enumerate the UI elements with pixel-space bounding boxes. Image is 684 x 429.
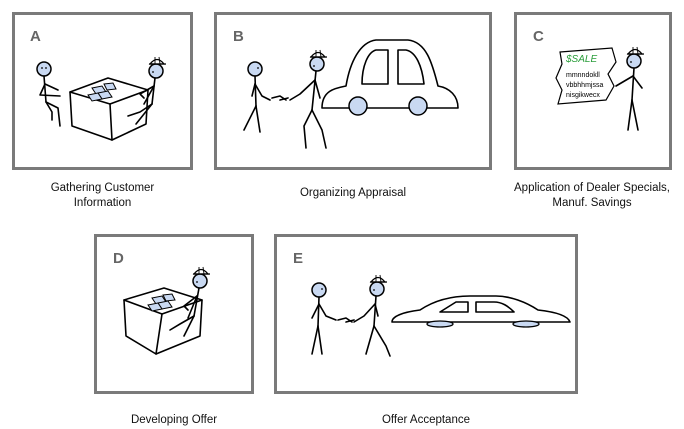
panel-d-scene [123, 266, 211, 355]
customer-figure [243, 61, 271, 133]
caption-d-line1: Developing Offer [130, 414, 218, 426]
caption-a-line1: Gathering Customer [50, 182, 155, 194]
sale-sign-line-1: mmnndokll [566, 72, 600, 79]
desk-box [123, 287, 203, 355]
customer-figure [311, 282, 337, 355]
panel-b-scene [243, 39, 459, 149]
salesman-figure [353, 274, 391, 357]
panel-c-scene: $SALE mmnndokll vbbhhmjssa nisgikwecx [555, 46, 645, 131]
caption-d: Developing Offer [94, 413, 254, 428]
caption-a: Gathering Customer Information [12, 181, 193, 211]
caption-c: Application of Dealer Specials, Manuf. S… [500, 181, 684, 211]
panel-d [94, 234, 254, 394]
panel-a-letter: A [30, 28, 41, 45]
caption-b-line1: Organizing Appraisal [299, 187, 407, 199]
car-icon [391, 295, 571, 328]
customer-figure [36, 61, 61, 127]
panel-b-letter: B [233, 28, 244, 45]
caption-a-line2: Information [73, 197, 132, 209]
handshake [337, 317, 355, 323]
sale-sign-line-2: vbbhhmjssa [566, 82, 603, 89]
panel-b [214, 12, 492, 170]
panel-e-scene [311, 274, 571, 357]
salesman-figure [289, 49, 328, 149]
desk-box [69, 77, 149, 141]
caption-b: Organizing Appraisal [214, 186, 492, 201]
salesman-figure [615, 46, 645, 131]
panel-a-scene [36, 56, 167, 141]
caption-e-line1: Offer Acceptance [381, 414, 470, 426]
sale-sign-line-3: nisgikwecx [566, 92, 600, 99]
panel-d-letter: D [113, 250, 124, 267]
panel-c-letter: C [533, 28, 544, 45]
car-icon [321, 39, 459, 116]
panel-e-letter: E [293, 250, 304, 267]
caption-c-line2: Manuf. Savings [552, 197, 632, 209]
sale-sign: $SALE mmnndokll vbbhhmjssa nisgikwecx [555, 47, 617, 105]
handshake [271, 95, 289, 101]
caption-c-line1: Application of Dealer Specials, [514, 182, 670, 194]
sale-sign-title: $SALE [565, 54, 597, 65]
salesman-figure [127, 56, 167, 125]
caption-e: Offer Acceptance [274, 413, 578, 428]
salesman-figure [169, 266, 211, 337]
